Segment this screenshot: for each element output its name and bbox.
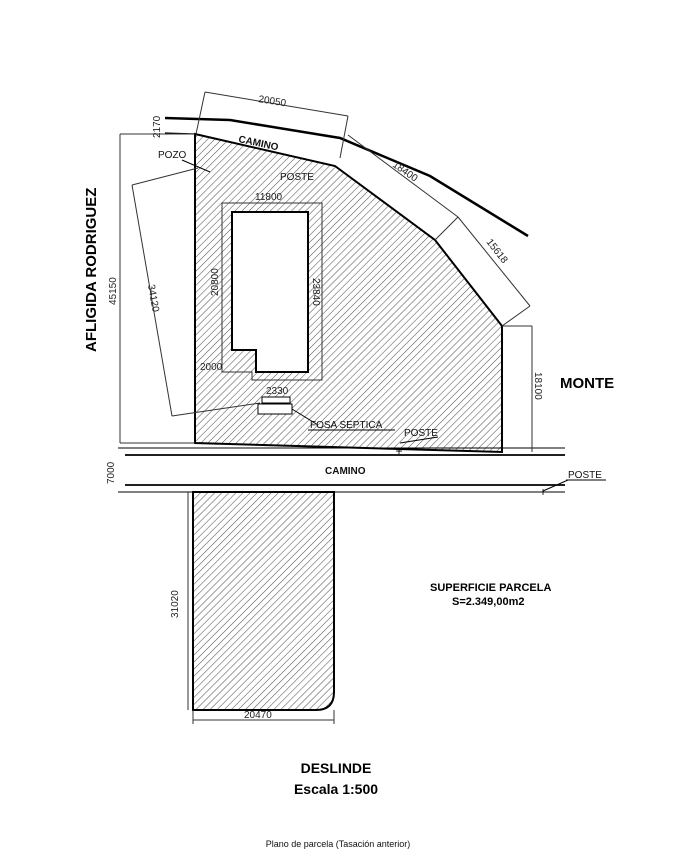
dim-45150: 45150 bbox=[108, 277, 119, 305]
lower-parcel bbox=[192, 491, 335, 711]
east-neighbor-label: MONTE bbox=[560, 375, 614, 392]
top-road-line-1 bbox=[164, 116, 529, 238]
plan-title: DESLINDE bbox=[301, 760, 372, 776]
west-neighbor-label: AFLIGIDA RODRIGUEZ bbox=[83, 188, 100, 352]
septic-leader bbox=[291, 408, 319, 426]
dim-31020: 31020 bbox=[170, 590, 181, 618]
dim-20050: 20050 bbox=[258, 94, 288, 109]
poste-right-cross-icon: + bbox=[539, 485, 546, 499]
dim-15618: 15618 bbox=[484, 237, 510, 266]
pozo-leader bbox=[181, 159, 211, 173]
dim-7000: 7000 bbox=[106, 461, 117, 484]
dim-23840: 23840 bbox=[310, 278, 321, 306]
dim-20800: 20800 bbox=[210, 268, 221, 296]
poste-leader-right bbox=[542, 479, 569, 492]
plan-scale: Escala 1:500 bbox=[294, 781, 378, 797]
surface-value: S=2.349,00m2 bbox=[452, 596, 524, 608]
parcel-plan: + + CAMINO CAMINO POZO POSTE POSTE POSTE… bbox=[83, 91, 614, 797]
surface-title: SUPERFICIE PARCELA bbox=[430, 582, 551, 594]
dim-34120: 34120 bbox=[145, 284, 161, 314]
poste-leader-middle bbox=[399, 436, 439, 444]
poste-middle-label: POSTE bbox=[404, 428, 438, 439]
septic-tank-inner bbox=[261, 396, 291, 404]
dimension-lines bbox=[119, 91, 533, 724]
middle-road-label: CAMINO bbox=[325, 466, 366, 477]
figure-caption: Plano de parcela (Tasación anterior) bbox=[265, 839, 411, 849]
poste-right-label: POSTE bbox=[568, 470, 602, 481]
dim-11800: 11800 bbox=[255, 192, 283, 203]
dim-20470: 20470 bbox=[244, 710, 272, 721]
dim-2170: 2170 bbox=[152, 115, 163, 138]
poste-top-label: POSTE bbox=[280, 172, 314, 183]
poste-cross-icon: + bbox=[395, 444, 402, 458]
dim-18400: 18400 bbox=[390, 159, 419, 184]
house-offset-outline bbox=[221, 202, 323, 381]
septic-tank bbox=[257, 403, 293, 415]
dim-18100: 18100 bbox=[532, 372, 543, 400]
pozo-label: POZO bbox=[158, 150, 187, 161]
house-footprint bbox=[231, 211, 309, 373]
dim-2000: 2000 bbox=[200, 362, 223, 373]
dim-2330: 2330 bbox=[266, 386, 289, 397]
fosa-label: FOSA SEPTICA bbox=[310, 420, 383, 431]
